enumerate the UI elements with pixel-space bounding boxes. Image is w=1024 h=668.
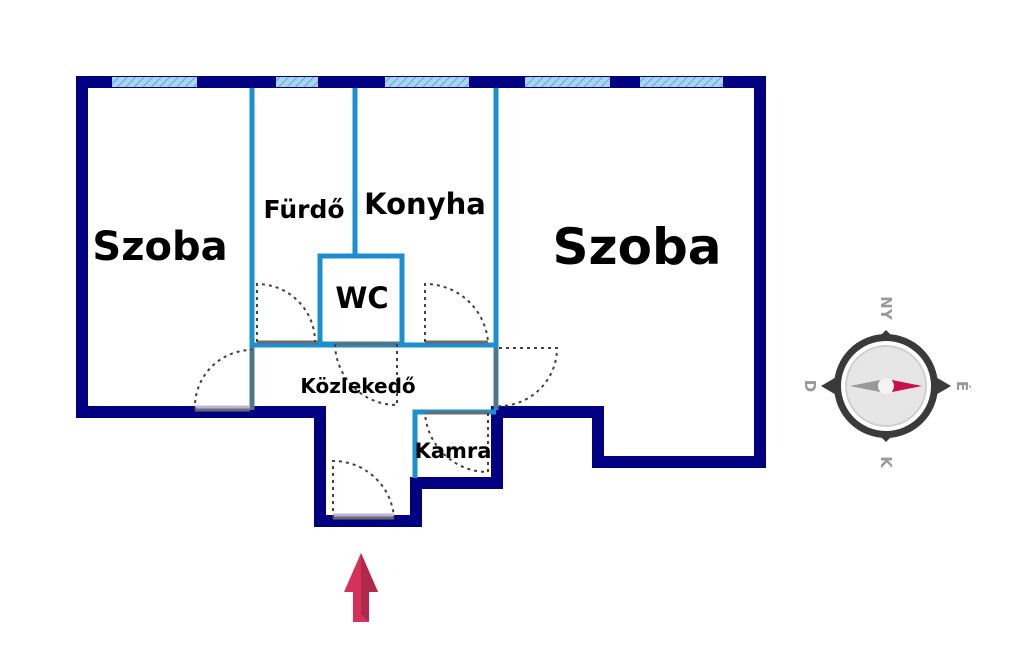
- room-label-kamra: Kamra: [415, 439, 492, 463]
- room-label-szoba-left: Szoba: [92, 224, 227, 270]
- doors: [193, 282, 559, 520]
- compass-east-label: É: [953, 381, 972, 391]
- entrance-arrow-shade: [361, 553, 378, 622]
- room-label-kozlekedo: Közlekedő: [300, 374, 415, 398]
- room-label-konyha: Konyha: [364, 187, 486, 221]
- room-label-furdo: Fürdő: [263, 195, 344, 224]
- window: [640, 77, 723, 87]
- window: [112, 77, 197, 87]
- room-label-wc: WC: [335, 281, 388, 315]
- room-label-szoba-right: Szoba: [553, 218, 722, 276]
- compass-west-label: D: [801, 380, 819, 392]
- compass-north-label: NY: [877, 296, 895, 321]
- compass-south-label: K: [877, 456, 895, 469]
- window: [276, 77, 318, 87]
- window: [385, 77, 469, 87]
- window: [525, 77, 610, 87]
- windows: [112, 77, 723, 87]
- compass-icon: NY É K D: [801, 296, 972, 469]
- outer-wall: [76, 76, 766, 527]
